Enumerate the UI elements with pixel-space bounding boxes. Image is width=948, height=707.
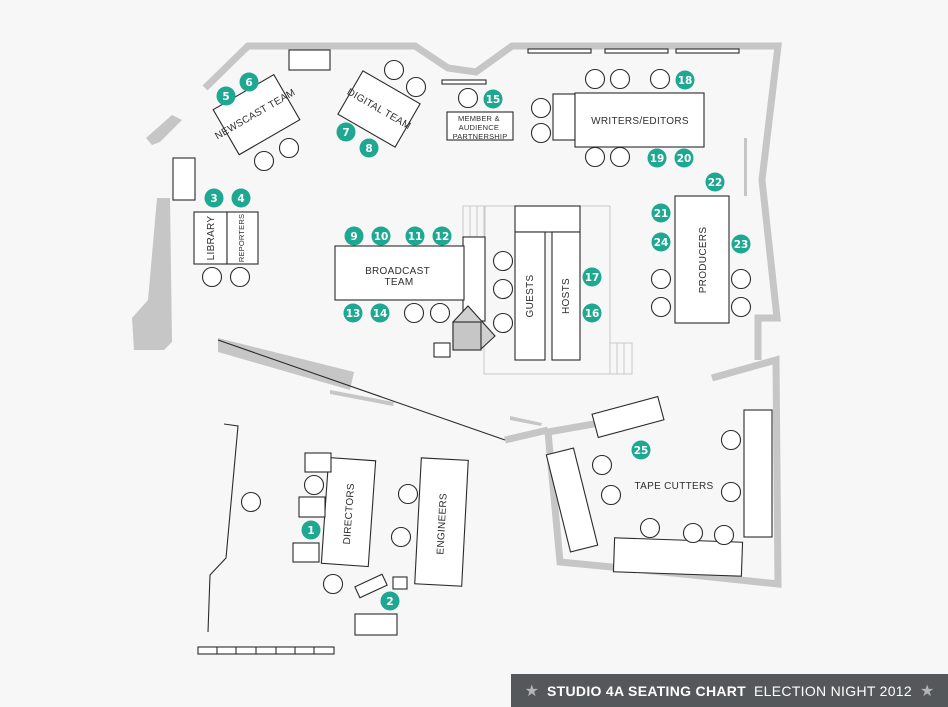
- chart-title-bar: ★ STUDIO 4A SEATING CHART ELECTION NIGHT…: [511, 674, 948, 707]
- seat-badge-13: [343, 303, 363, 323]
- star-icon: ★: [919, 682, 935, 700]
- desks: [172, 49, 773, 636]
- seat-number-22: 22: [708, 177, 723, 189]
- chart-subtitle: ELECTION NIGHT 2012: [754, 682, 912, 699]
- label-engineers: ENGINEERS: [435, 493, 449, 555]
- svg-text:BROADCAST TEAM: BROADCAST TEAM: [365, 266, 433, 288]
- star-icon: ★: [524, 682, 540, 700]
- label-member-3: PARTNERSHIP: [453, 132, 508, 141]
- svg-text:MEMBER & AUDIENCE: MEMBER & AUDIENCE PARTNERSHIP: [453, 114, 508, 141]
- seat-badge-15: [483, 89, 503, 109]
- label-tape-cutters: TAPE CUTTERS: [635, 481, 714, 492]
- seat-badge-10: [371, 226, 391, 246]
- seat-number-4: 4: [237, 193, 244, 205]
- seat-badge-20: [674, 148, 694, 168]
- label-hosts: HOSTS: [561, 278, 572, 314]
- seat-number-13: 13: [346, 308, 361, 320]
- chairs: [201, 59, 752, 595]
- seat-number-14: 14: [373, 308, 388, 320]
- tape-cutters-desk: [612, 537, 744, 577]
- seat-number-10: 10: [374, 231, 389, 243]
- seat-number-24: 24: [654, 237, 669, 249]
- seat-number-1: 1: [307, 525, 314, 537]
- digital-desk: [337, 70, 421, 148]
- label-reporters: REPORTERS: [237, 214, 246, 262]
- seat-number-2: 2: [386, 596, 393, 608]
- seat-number-6: 6: [245, 77, 252, 89]
- seat-badge-11: [405, 226, 425, 246]
- seat-badge-14: [370, 303, 390, 323]
- seat-number-21: 21: [654, 208, 669, 220]
- producers-desk: [674, 195, 730, 324]
- chart-title: STUDIO 4A SEATING CHART: [547, 682, 747, 699]
- seating-floor-plan: NEWSCAST TEAM DIGITAL TEAM MEMBER & AUDI…: [132, 42, 782, 655]
- writers-desk: [574, 92, 705, 148]
- seat-badge-4: [231, 188, 251, 208]
- label-member-2: AUDIENCE: [459, 123, 499, 132]
- seat-badge-22: [705, 172, 725, 192]
- seat-number-23: 23: [734, 239, 749, 251]
- seat-badge-16: [582, 303, 602, 323]
- walls: [132, 42, 782, 655]
- seat-badge-9: [344, 226, 364, 246]
- stage-area: [433, 205, 633, 375]
- newscast-desk: [212, 73, 301, 156]
- guests-desk: [514, 231, 546, 361]
- seat-badge-19: [647, 148, 667, 168]
- label-directors: DIRECTORS: [342, 483, 357, 545]
- seat-number-8: 8: [365, 143, 372, 155]
- seat-number-18: 18: [678, 75, 693, 87]
- seat-badge-5: [216, 86, 236, 106]
- label-broadcast-1: BROADCAST: [365, 266, 430, 277]
- seat-badge-25: [631, 440, 651, 460]
- seat-number-5: 5: [222, 91, 229, 103]
- seat-badge-23: [731, 234, 751, 254]
- label-member-1: MEMBER &: [458, 114, 500, 123]
- seat-number-17: 17: [585, 272, 600, 284]
- seat-number-12: 12: [435, 231, 450, 243]
- seat-badge-12: [432, 226, 452, 246]
- seat-badge-18: [675, 70, 695, 90]
- seat-badge-7: [336, 122, 356, 142]
- label-producers: PRODUCERS: [698, 227, 709, 294]
- seat-number-3: 3: [210, 193, 217, 205]
- seat-number-7: 7: [342, 127, 349, 139]
- member-desk: [446, 111, 514, 141]
- seat-number-15: 15: [486, 94, 501, 106]
- label-library: LIBRARY: [206, 216, 217, 261]
- label-broadcast-2: TEAM: [385, 277, 414, 288]
- broadcast-desk: [334, 245, 465, 301]
- seat-badge-3: [204, 188, 224, 208]
- seat-badge-24: [651, 232, 671, 252]
- seat-number-25: 25: [634, 445, 649, 457]
- engineers-desk: [414, 457, 469, 587]
- seat-number-16: 16: [585, 308, 600, 320]
- seat-number-11: 11: [408, 231, 423, 243]
- hosts-desk: [551, 231, 581, 361]
- reporters-desk: [226, 211, 259, 265]
- seat-badge-1: [301, 520, 321, 540]
- library-desk: [193, 211, 228, 265]
- seat-badge-21: [651, 203, 671, 223]
- seat-number-20: 20: [677, 153, 692, 165]
- seat-badge-8: [359, 138, 379, 158]
- seat-badge-17: [582, 267, 602, 287]
- seat-badge-2: [380, 591, 400, 611]
- seat-number-19: 19: [650, 153, 665, 165]
- label-guests: GUESTS: [525, 275, 536, 318]
- seat-number-9: 9: [350, 231, 357, 243]
- seat-badge-6: [239, 72, 259, 92]
- label-writers: WRITERS/EDITORS: [591, 116, 689, 127]
